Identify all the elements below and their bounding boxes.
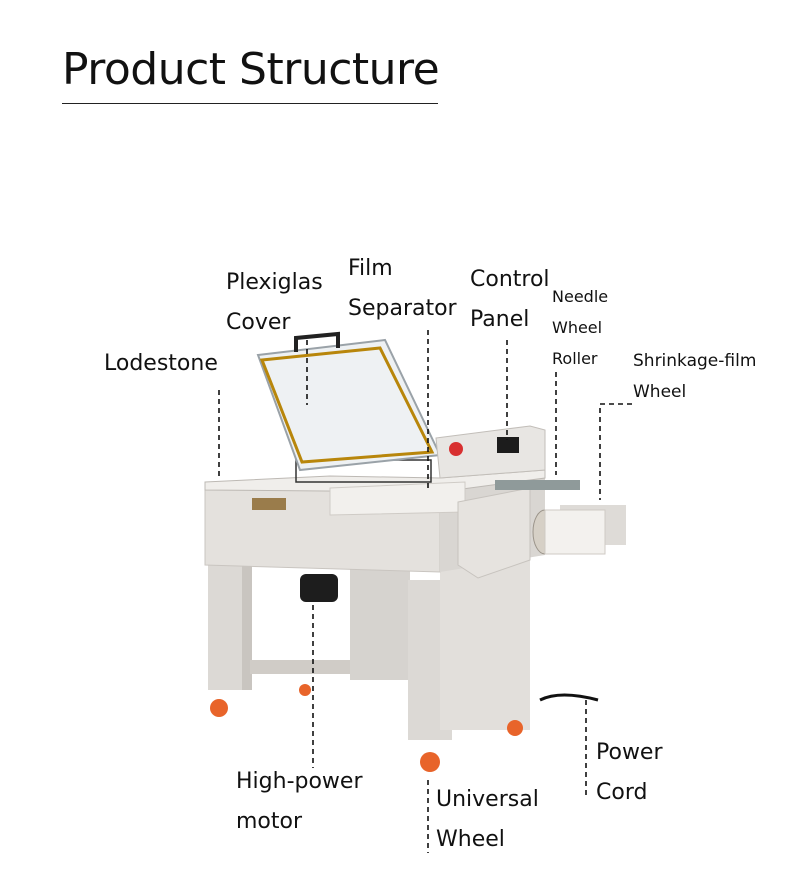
caster-mid	[299, 684, 311, 696]
film-roll	[544, 509, 606, 555]
body-logo-plate	[252, 498, 286, 510]
lid-handle	[294, 331, 340, 352]
label-high-power-motor: High-power motor	[236, 769, 363, 834]
indicator-red	[449, 442, 463, 456]
label-universal-wheel: Universal Wheel	[436, 787, 539, 852]
caster-left	[210, 699, 228, 717]
power-cord	[539, 693, 599, 702]
leader-lines	[218, 330, 632, 853]
lower-crossbar	[250, 660, 350, 674]
caster-right-rear	[507, 720, 523, 736]
caster-right-front	[420, 752, 440, 772]
needle-roller	[495, 480, 580, 490]
plexiglas-lid	[256, 338, 442, 472]
title-underline	[62, 103, 438, 104]
left-front-leg	[242, 560, 252, 690]
left-rear-leg	[208, 560, 242, 690]
page-title: Product Structure	[62, 44, 440, 95]
motor	[300, 574, 338, 602]
label-plexiglas-cover: Plexiglas Cover	[226, 270, 323, 335]
label-power-cord: Power Cord	[596, 740, 663, 805]
label-film-separator: Film Separator	[348, 256, 457, 321]
label-lodestone: Lodestone	[104, 351, 218, 376]
label-shrinkage-film-wheel: Shrinkage-film Wheel	[633, 351, 757, 402]
sealing-tray	[329, 481, 466, 516]
roller-bracket	[457, 487, 531, 579]
label-control-panel: Control Panel	[470, 267, 550, 332]
leader-film-wheel	[599, 403, 632, 500]
control-display	[497, 437, 519, 453]
right-rear-leg	[350, 560, 410, 680]
label-needle-wheel-roller: Needle Wheel Roller	[552, 287, 609, 368]
side-panel	[440, 560, 530, 730]
lid-frame	[259, 346, 435, 464]
